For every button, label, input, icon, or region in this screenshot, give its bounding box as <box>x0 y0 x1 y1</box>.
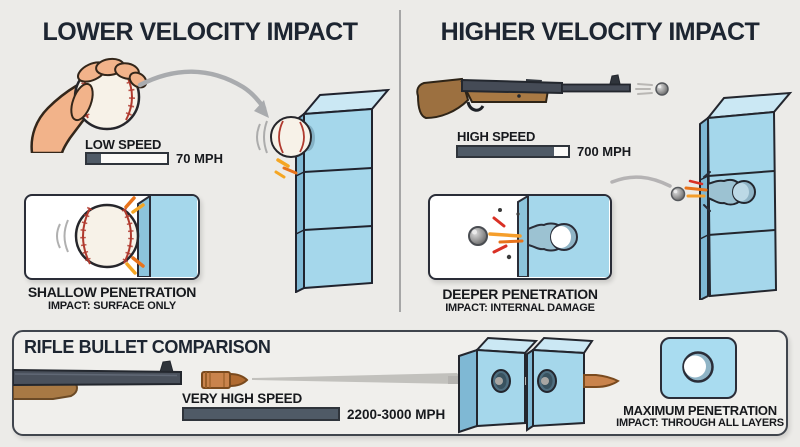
high-speed-gauge-track <box>456 145 570 158</box>
rifle-barrel-illustration <box>13 360 182 400</box>
higher-velocity-title: HIGHER VELOCITY IMPACT <box>440 18 760 46</box>
panel-divider <box>399 10 401 312</box>
bullet-trail-line <box>252 373 462 384</box>
low-speed-gauge-track <box>85 152 169 165</box>
rifle-cartridge-icon <box>201 371 249 389</box>
very-high-speed-gauge-value: 2200-3000 MPH <box>347 407 446 422</box>
shallow-penetration-subcaption: IMPACT: SURFACE ONLY <box>47 300 176 312</box>
deeper-penetration-inset <box>428 194 612 280</box>
baseball-surface-impact-illustration <box>56 196 197 277</box>
penetrated-blocks-illustration <box>448 336 620 434</box>
maximum-penetration-caption: MAXIMUM PENETRATION <box>623 403 777 418</box>
shallow-penetration-caption: SHALLOW PENETRATION <box>27 284 197 300</box>
foam-block-stack-right <box>610 91 793 300</box>
very-high-speed-gauge-label: VERY HIGH SPEED <box>182 391 303 406</box>
high-speed-gauge-fill <box>458 147 554 156</box>
low-speed-gauge-label: LOW SPEED <box>85 137 162 152</box>
high-speed-gauge-label: HIGH SPEED <box>457 129 536 144</box>
through-hole-icon <box>660 337 737 399</box>
high-speed-gauge-value: 700 MPH <box>577 144 632 159</box>
deeper-penetration-caption: DEEPER PENETRATION <box>442 286 598 302</box>
low-speed-gauge-value: 70 MPH <box>176 151 223 166</box>
low-speed-gauge-fill <box>87 154 101 163</box>
very-high-speed-gauge-fill <box>184 409 338 419</box>
very-high-speed-gauge-track <box>182 407 340 421</box>
hand-throwing-baseball-illustration <box>30 57 148 153</box>
rifle-bullet-title: RIFLE BULLET COMPARISON <box>24 337 271 357</box>
lower-velocity-title: LOWER VELOCITY IMPACT <box>42 18 358 46</box>
foam-block-stack-left <box>256 88 391 293</box>
hole-circle-icon <box>682 351 714 383</box>
air-rifle-illustration <box>416 74 669 120</box>
deeper-penetration-subcaption: IMPACT: INTERNAL DAMAGE <box>445 302 595 314</box>
trajectory-arrow-icon <box>137 69 269 118</box>
maximum-penetration-subcaption: IMPACT: THROUGH ALL LAYERS <box>616 417 784 429</box>
pellet-cavity-illustration <box>468 196 609 277</box>
shallow-penetration-inset <box>24 194 200 280</box>
